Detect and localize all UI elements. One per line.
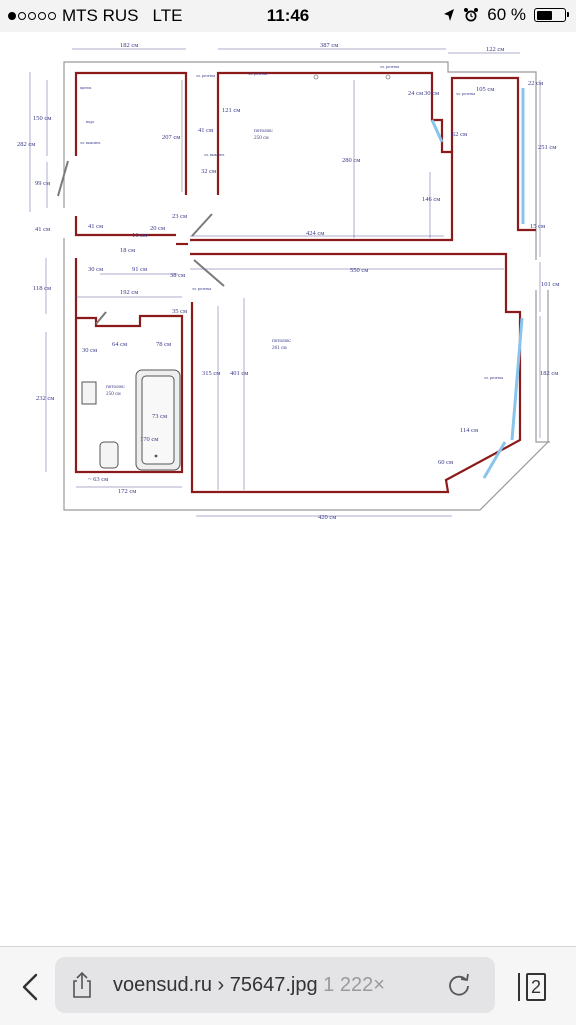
dim-251: 251 см (538, 144, 556, 151)
battery-icon (534, 8, 569, 22)
dim-99: 99 см (35, 180, 50, 187)
dim-35: 35 см (172, 308, 187, 315)
tabs-icon (518, 973, 520, 1001)
dim-73: 73 см (152, 413, 167, 420)
note-water: вода (86, 119, 94, 124)
dim-62: 62 см (452, 131, 467, 138)
alarm-clock-icon (464, 8, 479, 22)
dim-232: 232 см (36, 395, 54, 402)
note-socket-5: эл. розетка (484, 375, 503, 380)
dim-64: 64 см (112, 341, 127, 348)
bath-ceiling-height: 250 см (106, 391, 121, 397)
dim-182: 182 см (120, 42, 138, 49)
dim-146: 146 см (422, 196, 440, 203)
note-switch-1: эл. выключ. (80, 140, 101, 145)
dim-315: 315 см (202, 370, 220, 377)
dim-401: 401 см (230, 370, 248, 377)
dim-16: 16 см (132, 232, 147, 239)
image-viewer[interactable]: 182 см 387 см 122 см 150 см 282 см 99 см… (0, 32, 576, 946)
dim-32: 32 см (201, 168, 216, 175)
dim-41c: 41 см (88, 223, 103, 230)
location-arrow-icon (444, 9, 455, 21)
dim-60: 60 см (438, 459, 453, 466)
dim-41b: 41 см (198, 127, 213, 134)
tab-count: 2 (526, 973, 546, 1001)
url-rest: 1 222× (317, 974, 385, 996)
dim-30b: 30 см (88, 266, 103, 273)
address-bar[interactable]: voensud.ru › 75647.jpg 1 222× (55, 957, 495, 1013)
dim-38: 38 см (170, 272, 185, 279)
url-file: 75647.jpg (229, 974, 318, 996)
tabs-button[interactable]: 2 (516, 967, 556, 1007)
dim-207: 207 см (162, 134, 180, 141)
reload-icon (449, 973, 469, 996)
note-socket-1: эл. розетка (248, 71, 267, 76)
living-ceiling-height: 261 см (272, 345, 287, 351)
url-separator: › (211, 974, 230, 996)
dim-91: 91 см (132, 266, 147, 273)
dim-22: 22 см (528, 80, 543, 87)
bath-ceiling-label: потолок: (106, 384, 126, 390)
note-panel: щиток (80, 85, 92, 90)
note-socket-4: эл. розетка (456, 91, 475, 96)
dim-105: 105 см (476, 86, 494, 93)
dim-150: 150 см (33, 115, 51, 122)
dim-78: 78 см (156, 341, 171, 348)
kitchen-ceiling-label: потолок: (254, 128, 274, 134)
dim-23: 23 см (172, 213, 187, 220)
dim-30: 30 см (424, 90, 439, 97)
dim-122: 122 см (486, 46, 504, 53)
url-domain: voensud.ru (113, 974, 212, 996)
dim-424: 424 см (306, 230, 324, 237)
share-button[interactable] (69, 971, 95, 999)
network-type: LTE (152, 6, 183, 25)
dim-420: 420 см (318, 514, 336, 521)
dim-101: 101 см (541, 281, 559, 288)
clock: 11:46 (266, 6, 310, 25)
note-switch-2: эл. выключ. (204, 152, 225, 157)
note-socket-3: эл. розетка (196, 73, 215, 78)
signal-dots-icon (8, 12, 56, 20)
kitchen-ceiling-height: 250 см (254, 135, 269, 141)
dim-20: 20 см (150, 225, 165, 232)
dim-170: 170 см (140, 436, 158, 443)
living-ceiling-label: потолок: (272, 338, 292, 344)
dim-41: 41 см (35, 226, 50, 233)
dim-18: 18 см (120, 247, 135, 254)
dim-280: 280 см (342, 157, 360, 164)
dim-192: 192 см (120, 289, 138, 296)
dim-282: 282 см (17, 141, 35, 148)
dim-182b: 182 см (540, 370, 558, 377)
dim-24: 24 см (408, 90, 423, 97)
dim-15: 15 см (530, 223, 545, 230)
note-socket-6: эл. розетка (192, 286, 211, 291)
dim-387: 387 см (320, 42, 338, 49)
back-chevron-icon (22, 973, 38, 1001)
share-icon (73, 971, 91, 998)
note-socket-2: эл. розетка (380, 64, 399, 69)
dim-114: 114 см (460, 427, 478, 434)
browser-toolbar: voensud.ru › 75647.jpg 1 222× 2 (0, 946, 576, 1025)
carrier-name: MTS RUS (62, 6, 139, 25)
floor-plan-image: 182 см 387 см 122 см 150 см 282 см 99 см… (17, 42, 559, 521)
dim-30c: 30 см (82, 347, 97, 354)
dim-172: 172 см (118, 488, 136, 495)
battery-percent: 60 % (487, 5, 526, 24)
dim-550: 550 см (350, 267, 368, 274)
dim-118: 118 см (33, 285, 51, 292)
url-text: voensud.ru › 75647.jpg 1 222× (113, 974, 385, 997)
dim-121: 121 см (222, 107, 240, 114)
reload-button[interactable] (445, 971, 473, 999)
back-button[interactable] (10, 967, 50, 1007)
status-bar: MTS RUS LTE 11:46 60 % (0, 0, 576, 32)
dim-63: ~ 63 см (88, 476, 108, 483)
